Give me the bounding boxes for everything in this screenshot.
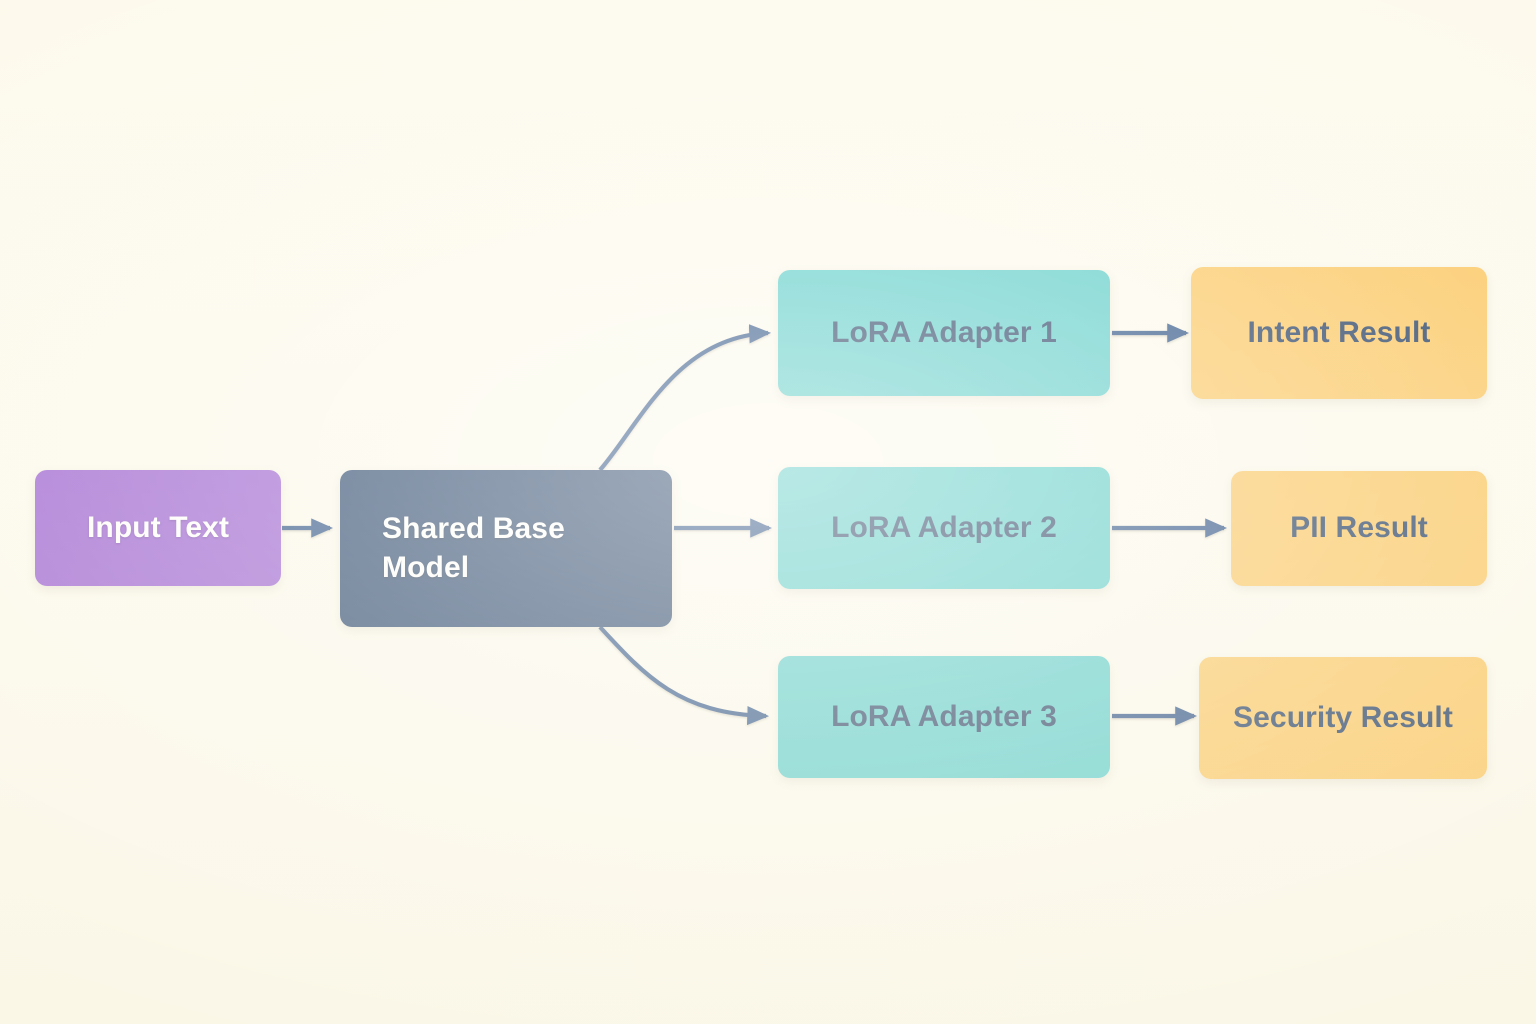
node-intent-result-label: Intent Result xyxy=(1247,315,1431,349)
node-lora-adapter-1[interactable]: LoRA Adapter 1 xyxy=(778,270,1110,396)
node-security-result-label: Security Result xyxy=(1233,700,1453,734)
node-intent-result[interactable]: Intent Result xyxy=(1191,267,1487,399)
node-lora-adapter-3[interactable]: LoRA Adapter 3 xyxy=(778,656,1110,778)
node-lora-adapter-3-label: LoRA Adapter 3 xyxy=(831,699,1057,733)
node-lora-adapter-1-label: LoRA Adapter 1 xyxy=(831,315,1057,349)
node-input-text-label: Input Text xyxy=(86,510,230,544)
node-lora-adapter-2-label: LoRA Adapter 2 xyxy=(831,510,1057,544)
node-shared-base-model[interactable]: Shared Base Model xyxy=(340,470,672,627)
node-security-result[interactable]: Security Result xyxy=(1199,657,1487,779)
node-pii-result[interactable]: PII Result xyxy=(1231,471,1487,586)
node-shared-base-model-label: Shared Base Model xyxy=(382,512,565,584)
edge-base-to-adapter3 xyxy=(598,625,770,726)
node-input-text[interactable]: Input Text xyxy=(35,470,281,586)
edge-base-to-adapter1 xyxy=(598,324,772,472)
node-pii-result-label: PII Result xyxy=(1290,511,1428,545)
node-lora-adapter-2[interactable]: LoRA Adapter 2 xyxy=(778,467,1110,589)
